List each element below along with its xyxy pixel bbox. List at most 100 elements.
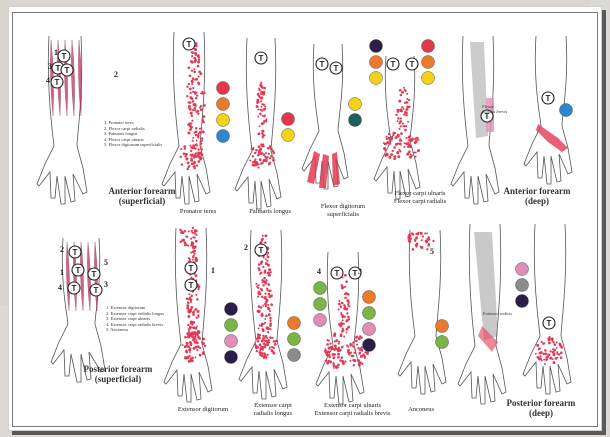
pain-dot <box>267 264 270 267</box>
pain-dot <box>266 298 268 300</box>
pain-dot <box>542 343 544 345</box>
pain-dot <box>387 141 389 143</box>
trigger-point-label: T <box>189 281 194 290</box>
pain-flexor-carpi <box>395 87 410 135</box>
pain-dot <box>264 270 266 272</box>
caption-extensor-digitorum: Extensor digitorum <box>163 406 243 414</box>
pain-dot <box>356 336 358 338</box>
pain-dot <box>261 323 264 326</box>
pain-dot <box>185 350 188 353</box>
pain-dot <box>360 355 363 358</box>
pain-dot <box>191 357 194 360</box>
pain-dot <box>421 239 423 241</box>
pain-dot <box>196 349 198 351</box>
pain-dot <box>400 139 402 141</box>
pain-dot <box>337 350 339 352</box>
pain-dot <box>188 230 190 232</box>
pain-dot <box>263 159 266 162</box>
trigger-point-label: T <box>189 264 194 273</box>
pain-dot <box>196 317 198 319</box>
pain-dot <box>260 272 263 275</box>
trigger-point-label: T <box>62 52 67 61</box>
pain-dot <box>264 335 267 338</box>
pain-dot <box>274 343 277 346</box>
pain-dot <box>201 341 203 343</box>
pain-dot <box>263 357 265 359</box>
pain-dot <box>263 277 266 280</box>
trigger-point-label: T <box>391 60 396 69</box>
pain-dot <box>346 328 349 331</box>
label-flexor-pollicis: Flexor pollicis brevis <box>482 104 522 114</box>
dots-ecrl-dot <box>288 349 301 362</box>
pain-dot <box>344 297 347 300</box>
trigger-point-label: T <box>259 54 264 63</box>
pain-dot <box>332 356 335 359</box>
pain-dot <box>255 149 257 151</box>
pain-dot <box>260 82 262 84</box>
pain-dot <box>267 272 269 274</box>
pain-dot <box>252 155 254 157</box>
pain-dot <box>187 245 189 247</box>
pain-dot <box>400 132 403 135</box>
pain-dot <box>415 246 417 248</box>
pain-dot <box>263 257 265 259</box>
pain-dot <box>264 353 266 355</box>
pain-dot <box>357 347 359 349</box>
pain-dot <box>260 100 262 102</box>
pain-dot <box>194 229 197 232</box>
pain-dot <box>341 330 343 332</box>
pain-dot <box>258 264 260 266</box>
pain-dot <box>342 362 345 365</box>
pain-dot <box>386 138 388 140</box>
pain-dot <box>262 136 264 138</box>
pain-dot <box>261 314 264 317</box>
pain-dot <box>262 335 264 337</box>
pain-dot <box>545 356 547 358</box>
pain-dot <box>186 297 189 300</box>
pain-dot <box>329 343 331 345</box>
pain-dot <box>203 115 206 118</box>
pain-dot <box>266 156 268 158</box>
pain-dot <box>262 348 264 350</box>
pain-dot <box>262 329 265 332</box>
pain-dot <box>251 148 254 151</box>
pain-dot <box>194 59 197 62</box>
pain-dot <box>193 70 196 73</box>
dots-flexor-dig-dot <box>349 114 362 127</box>
pain-dot <box>258 351 261 354</box>
pain-dot <box>183 152 186 155</box>
pain-dot <box>192 258 194 260</box>
pain-dot <box>263 153 266 156</box>
pain-dot <box>268 293 271 296</box>
pain-dot <box>415 141 417 143</box>
pain-dot <box>202 338 205 341</box>
pain-dot <box>405 143 408 146</box>
pain-dot <box>406 93 408 95</box>
pain-dot <box>200 148 203 151</box>
pain-dot <box>263 115 266 118</box>
pain-dot <box>394 155 396 157</box>
pain-dot <box>260 91 263 94</box>
pain-dot <box>192 227 194 229</box>
pain-dot <box>261 296 263 298</box>
pain-dot <box>260 307 262 309</box>
trigger-point-label: T <box>73 248 78 257</box>
label-extensor-indicis: Extensor indicis <box>483 311 523 316</box>
pain-dot <box>347 346 349 348</box>
pain-dot <box>348 305 350 307</box>
pain-dot <box>327 350 330 353</box>
pain-dot <box>264 242 266 244</box>
pain-dot <box>344 274 347 277</box>
pain-dot <box>260 162 263 165</box>
pain-dot <box>264 356 267 359</box>
pain-dot <box>187 162 190 165</box>
pain-dot <box>338 343 340 345</box>
pain-dot <box>541 359 543 361</box>
pain-dot <box>193 255 195 257</box>
pain-dot <box>352 345 355 348</box>
pain-dot <box>560 356 563 359</box>
title-posterior-superficial: Posterior forearm (superficial) <box>68 364 168 384</box>
dots-ecu-right-dot <box>363 323 376 336</box>
pain-dot <box>257 287 259 289</box>
pain-dot <box>192 100 195 103</box>
